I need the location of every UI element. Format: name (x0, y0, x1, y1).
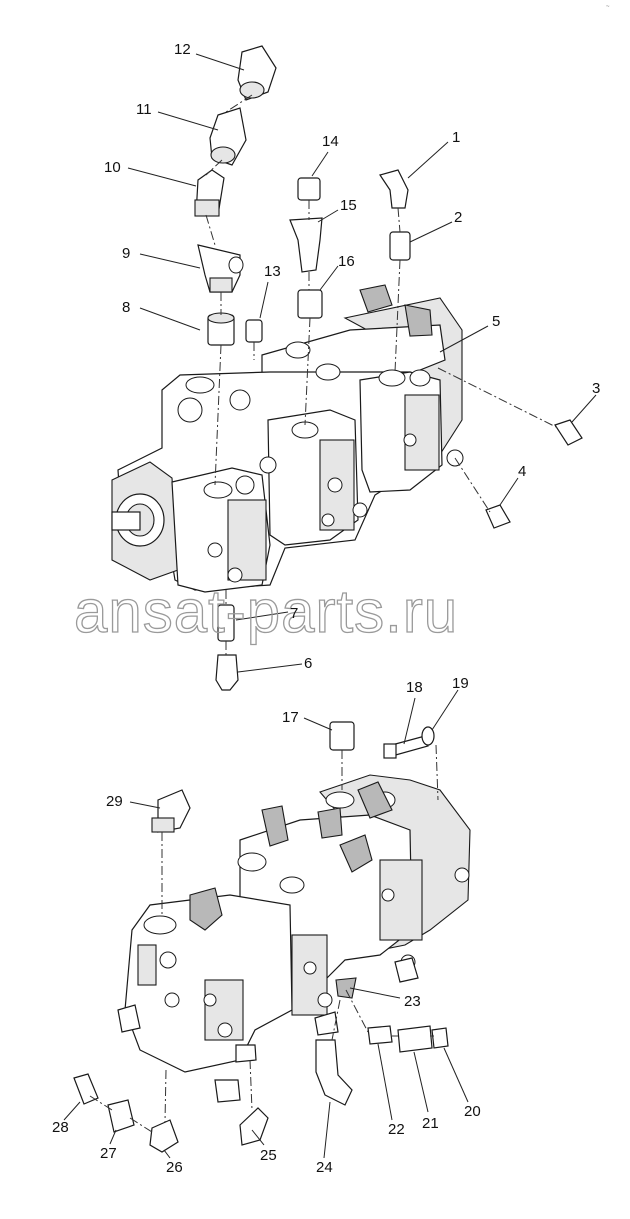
fitting-19 (421, 726, 435, 746)
fitting-20 (431, 1027, 449, 1049)
callout-27: 27 (100, 1145, 117, 1162)
callout-9: 9 (122, 245, 130, 262)
callout-17: 17 (282, 709, 299, 726)
fitting-24 (315, 1039, 353, 1106)
callout-4: 4 (518, 463, 526, 480)
callout-7: 7 (290, 605, 298, 622)
callout-29: 29 (106, 793, 123, 810)
fitting-6 (215, 654, 239, 691)
fitting-15 (289, 217, 323, 273)
fitting-14 (297, 177, 321, 201)
callout-10: 10 (104, 159, 121, 176)
fitting-12 (237, 45, 277, 101)
callout-13: 13 (264, 263, 281, 280)
callout-12: 12 (174, 41, 191, 58)
fitting-29 (151, 789, 191, 833)
callout-23: 23 (404, 993, 421, 1010)
fitting-18 (383, 735, 429, 759)
top-pump-assembly (111, 284, 464, 593)
callout-15: 15 (340, 197, 357, 214)
fitting-2 (389, 231, 411, 261)
fitting-25 (239, 1107, 269, 1146)
corner-mark: ~ (606, 4, 610, 10)
callout-25: 25 (260, 1147, 277, 1164)
callout-26: 26 (166, 1159, 183, 1176)
callout-2: 2 (454, 209, 462, 226)
fitting-22 (367, 1025, 393, 1045)
callout-5: 5 (492, 313, 500, 330)
fitting-23 (335, 977, 357, 999)
watermark: ansat-parts.ru (74, 578, 458, 645)
fitting-4 (485, 504, 511, 529)
callout-16: 16 (338, 253, 355, 270)
fitting-3 (554, 419, 583, 446)
fitting-8 (207, 312, 235, 346)
callout-6: 6 (304, 655, 312, 672)
callout-19: 19 (452, 675, 469, 692)
fitting-26 (149, 1119, 179, 1153)
fitting-10 (194, 169, 225, 217)
fitting-1 (379, 169, 409, 209)
fitting-28 (73, 1073, 99, 1105)
callout-3: 3 (592, 380, 600, 397)
fitting-27 (107, 1099, 135, 1133)
callout-21: 21 (422, 1115, 439, 1132)
callout-20: 20 (464, 1103, 481, 1120)
fitting-9 (197, 244, 244, 293)
callout-28: 28 (52, 1119, 69, 1136)
callout-1: 1 (452, 129, 460, 146)
callout-24: 24 (316, 1159, 333, 1176)
callout-22: 22 (388, 1121, 405, 1138)
bottom-pump-assembly (117, 774, 471, 1103)
fitting-17 (329, 721, 355, 751)
fitting-16 (297, 289, 323, 319)
callout-14: 14 (322, 133, 339, 150)
top-leader-lines (127, 53, 597, 673)
fitting-11 (209, 107, 247, 166)
callout-11: 11 (136, 101, 152, 118)
callout-18: 18 (406, 679, 423, 696)
bottom-leader-lines (63, 689, 469, 1159)
fitting-13 (245, 319, 263, 343)
fitting-21 (397, 1025, 433, 1053)
callout-labels: 1 2 3 4 5 6 7 8 9 10 11 12 13 14 15 16 1… (52, 41, 600, 1176)
callout-8: 8 (122, 299, 130, 316)
